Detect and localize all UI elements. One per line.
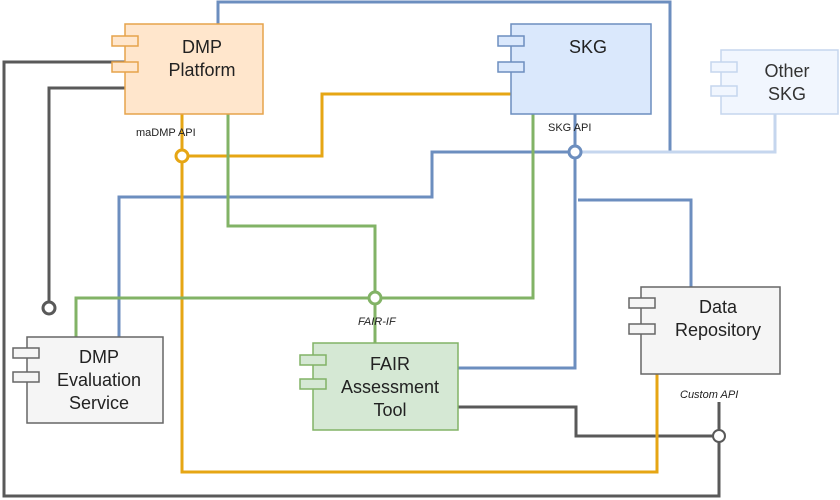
connector-dmp-platform-to-eval [2, 60, 721, 498]
component-icon [12, 347, 40, 383]
other-skg-component[interactable]: Other SKG [710, 49, 839, 115]
component-icon [497, 35, 525, 73]
fair-tool-name-line3: Tool [373, 400, 406, 420]
connector-skg-to-fairif [381, 114, 535, 300]
custom-api-label: Custom API [680, 389, 738, 401]
green-connectors [74, 114, 535, 343]
connector-eval-to-skg [117, 150, 570, 337]
other-skg-name-line2: SKG [768, 84, 806, 104]
component-icon [628, 297, 656, 335]
connector-other-skg-to-skg [580, 114, 777, 154]
component-icon [299, 354, 327, 390]
fair-tool-name-line1: FAIR [370, 354, 410, 374]
component-icon [710, 61, 738, 97]
dmp-platform-component[interactable]: DMP Platform [111, 23, 264, 115]
dmp-evaluation-name-line1: DMP [79, 347, 119, 367]
fair-if-node[interactable] [367, 290, 383, 306]
connector-fair-to-skg [458, 158, 577, 370]
connector-platform-to-fairif [226, 114, 377, 292]
connector-platform-to-eval-top [47, 86, 125, 302]
connector-eval-to-fairif [74, 296, 369, 337]
dmp-platform-name-line1: DMP [182, 37, 222, 57]
connector-repo-to-skg [578, 198, 693, 287]
connector-skg-to-madmp [188, 92, 511, 158]
skg-api-label: SKG API [548, 122, 591, 134]
dmp-evaluation-name-line3: Service [69, 393, 129, 413]
dmp-evaluation-service-component[interactable]: DMP Evaluation Service [12, 336, 164, 424]
data-repository-component[interactable]: Data Repository [628, 286, 781, 375]
skg-api-node[interactable] [567, 144, 583, 160]
skg-name: SKG [569, 37, 607, 57]
other-skg-name-line1: Other [764, 61, 809, 81]
madmp-api-label: maDMP API [136, 127, 196, 139]
connector-repo-to-madmp [180, 162, 659, 474]
gray-connectors [2, 60, 721, 498]
data-repository-name-line2: Repository [675, 320, 761, 340]
connector-fair-to-custom-api [458, 405, 713, 438]
custom-api-node[interactable] [712, 429, 726, 443]
dmp-platform-name-line2: Platform [168, 60, 235, 80]
orange-connectors [180, 92, 659, 474]
madmp-api-node[interactable] [174, 148, 190, 164]
eval-service-node[interactable] [41, 300, 57, 316]
fair-tool-name-line2: Assessment [341, 377, 439, 397]
dmp-evaluation-name-line2: Evaluation [57, 370, 141, 390]
fair-if-label: FAIR-IF [358, 316, 397, 328]
data-repository-name-line1: Data [699, 297, 738, 317]
component-icon [111, 35, 139, 73]
fair-assessment-tool-component[interactable]: FAIR Assessment Tool [299, 342, 459, 431]
skg-component[interactable]: SKG [497, 23, 652, 115]
